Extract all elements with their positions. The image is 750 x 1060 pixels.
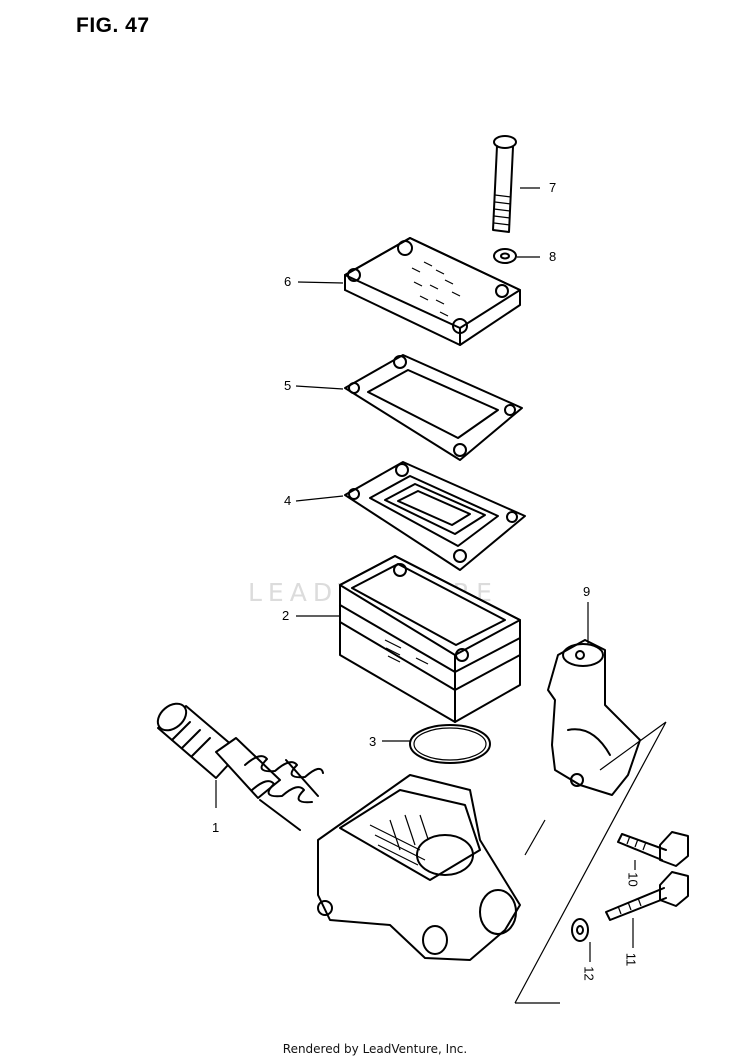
callout-12: 12 [581,966,597,981]
callout-10: 10 [625,872,641,887]
callout-11: 11 [623,952,639,967]
callout-7: 7 [549,180,557,195]
master-cylinder-body[interactable] [317,774,521,961]
part-2-reservoir[interactable] [339,555,521,723]
callout-6: 6 [284,274,292,289]
part-8-washer[interactable] [493,248,517,264]
callout-3: 3 [369,734,377,749]
part-12-washer[interactable] [571,918,589,942]
figure-title: FIG. 47 [76,14,150,37]
part-5-gasket[interactable] [344,354,523,461]
callout-4: 4 [284,493,292,508]
part-7-screw[interactable] [492,135,517,233]
callout-8: 8 [549,249,557,264]
part-4-diaphragm[interactable] [344,461,526,571]
part-11-bolt[interactable] [605,871,689,921]
assembly-guide-line [524,819,546,856]
part-1-piston[interactable] [153,698,324,831]
leader-lines [215,187,636,962]
callout-1: 1 [212,820,220,835]
callout-5: 5 [284,378,292,393]
part-10-bolt[interactable] [617,831,689,867]
part-9-clamp[interactable] [547,639,641,796]
callout-9: 9 [583,584,591,599]
part-6-cap[interactable] [344,237,521,346]
part-3-oring[interactable] [409,724,491,764]
footer-credit: Rendered by LeadVenture, Inc. [282,1042,468,1056]
assembly-guide-line [514,721,667,1004]
callout-2: 2 [282,608,290,623]
